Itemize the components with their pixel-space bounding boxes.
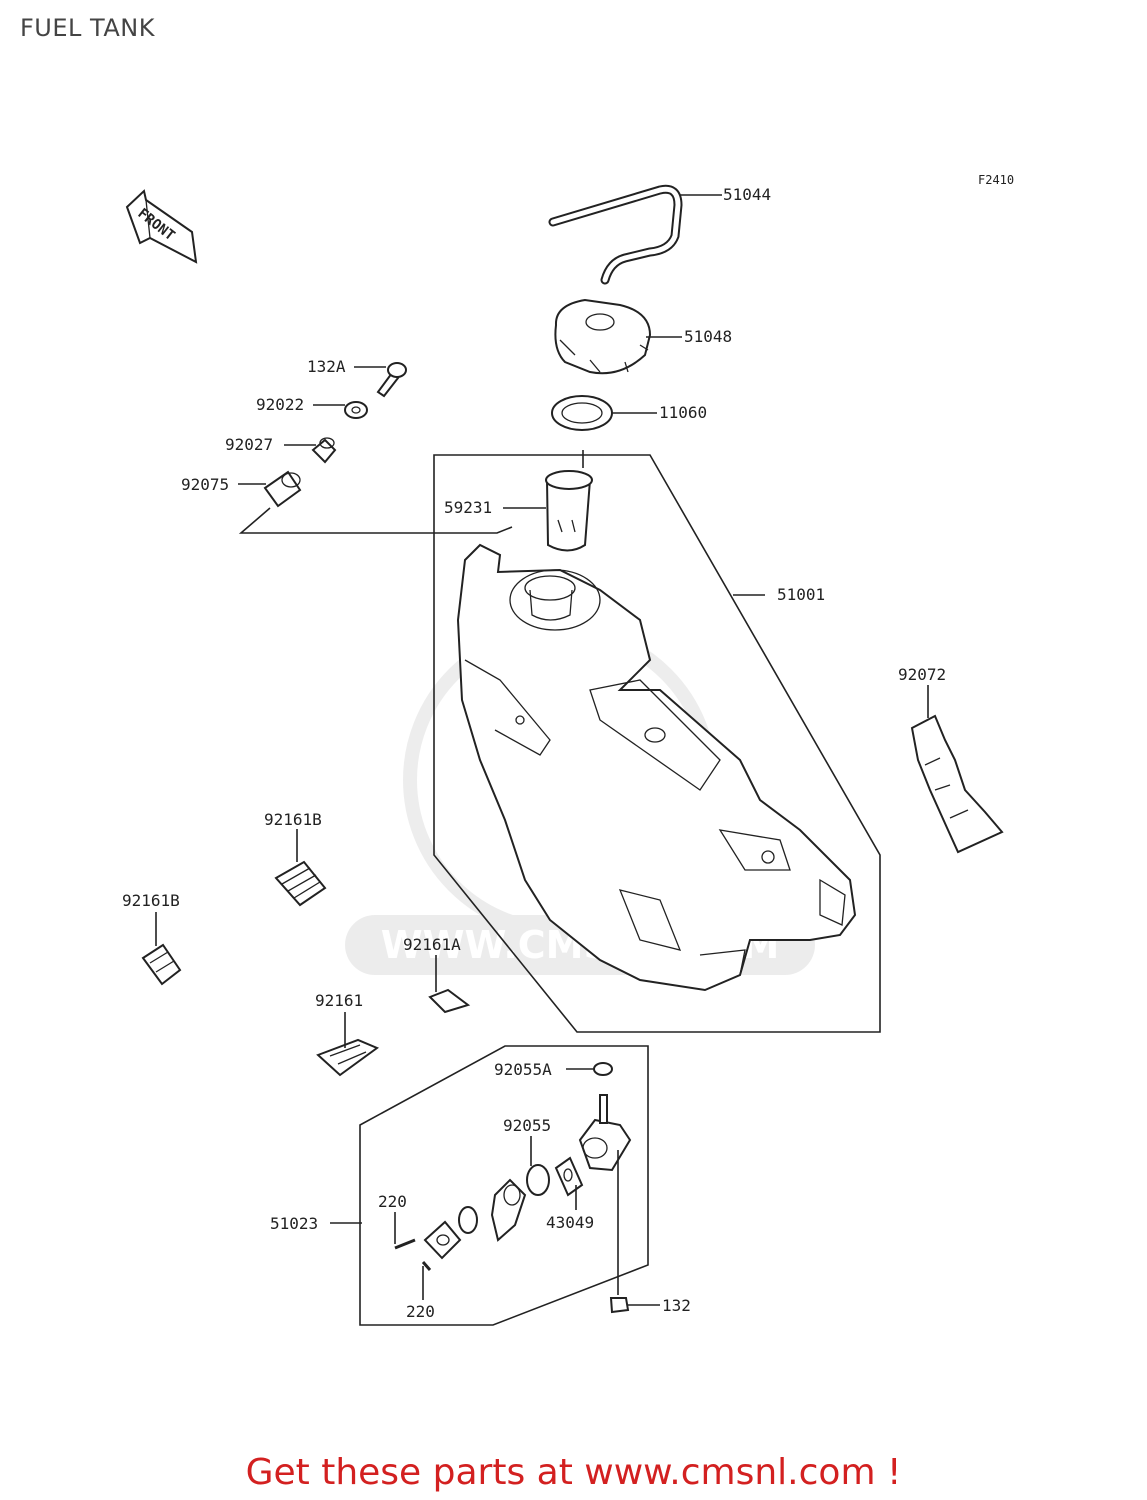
label-220-upper: 220 xyxy=(378,1192,407,1211)
label-43049: 43049 xyxy=(546,1213,594,1232)
tank-strap-92072 xyxy=(910,714,1004,854)
label-92161A: 92161A xyxy=(403,935,461,954)
screw-220-lower xyxy=(421,1261,432,1271)
fuel-cap xyxy=(554,298,652,375)
figure-code: F2410 xyxy=(978,173,1014,187)
label-92027: 92027 xyxy=(225,435,273,454)
cap-gasket xyxy=(551,395,613,431)
collar-92027 xyxy=(311,437,337,464)
label-92161: 92161 xyxy=(315,991,363,1010)
label-51023: 51023 xyxy=(270,1214,318,1233)
label-92161B-upper: 92161B xyxy=(264,810,322,829)
label-92055: 92055 xyxy=(503,1116,551,1135)
label-51044: 51044 xyxy=(723,185,771,204)
page-title: FUEL TANK xyxy=(20,14,155,42)
filler-neck xyxy=(545,470,593,552)
label-132A: 132A xyxy=(307,357,346,376)
gasket-43049 xyxy=(554,1156,584,1197)
label-92072: 92072 xyxy=(898,665,946,684)
pad-92161a xyxy=(428,988,471,1014)
footer-link[interactable]: Get these parts at www.cmsnl.com ! xyxy=(245,1452,902,1493)
label-51048: 51048 xyxy=(684,327,732,346)
fuel-tank xyxy=(456,543,857,992)
o-ring-92055 xyxy=(526,1164,550,1196)
plate xyxy=(423,1220,462,1260)
label-11060: 11060 xyxy=(659,403,707,422)
pad-92161b-upper xyxy=(274,860,327,907)
bolt-132a xyxy=(376,362,407,398)
fuel-cock-body xyxy=(578,1094,632,1172)
front-arrow-icon: FRONT xyxy=(125,189,198,264)
damper-92075 xyxy=(263,470,302,508)
washer-92022 xyxy=(344,401,368,419)
screw-220-upper xyxy=(394,1238,416,1250)
exploded-parts-diagram: WWW.CMSNL.COM F2410 FRONT 51044 51048 11… xyxy=(122,173,1014,1326)
o-ring-lever xyxy=(458,1206,478,1234)
label-59231: 59231 xyxy=(444,498,492,517)
breather-hose xyxy=(548,184,683,285)
label-92161B-lower: 92161B xyxy=(122,891,180,910)
label-132: 132 xyxy=(662,1296,691,1315)
label-220-lower: 220 xyxy=(406,1302,435,1321)
lever xyxy=(490,1178,527,1242)
bolt-132 xyxy=(609,1297,630,1314)
o-ring-92055a xyxy=(593,1062,613,1076)
pad-92161b-lower xyxy=(141,943,182,986)
label-92022: 92022 xyxy=(256,395,304,414)
pad-92161 xyxy=(316,1038,380,1077)
label-92075: 92075 xyxy=(181,475,229,494)
label-92055A: 92055A xyxy=(494,1060,552,1079)
label-51001: 51001 xyxy=(777,585,825,604)
